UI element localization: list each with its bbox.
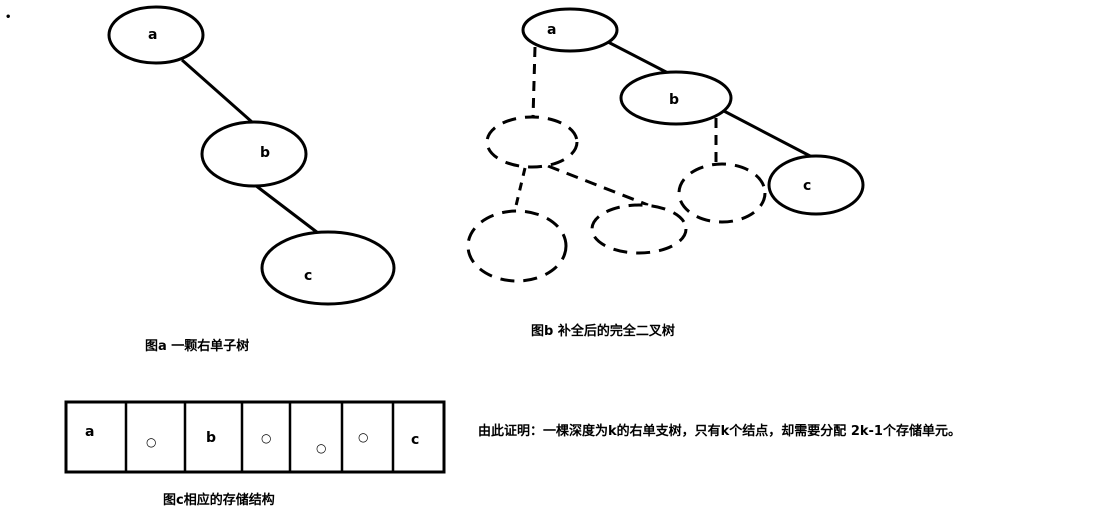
tree-a-caption: 图a 一颗右单子树: [145, 339, 250, 354]
storage-caption: 图c相应的存储结构: [163, 493, 275, 508]
node-c-label: c: [304, 268, 312, 284]
storage-border: [64, 400, 446, 474]
edge-b-missing-right: [547, 164, 649, 207]
node-b-a: [521, 7, 619, 53]
node-b-empty-3: [466, 209, 568, 283]
edge-b-missing-left: [513, 167, 527, 211]
conclusion-text: 由此证明：一棵深度为k的右单支树，只有k个结点，却需要分配 2k-1个存储单元。: [478, 424, 961, 439]
node-a: [107, 5, 205, 65]
storage-cell: ○: [316, 441, 327, 455]
node-b-b: [619, 70, 733, 126]
storage-cell: ○: [261, 431, 272, 445]
storage-cell: ○: [146, 435, 157, 449]
edge-b-a-missing: [531, 46, 537, 119]
storage-cell: c: [411, 432, 420, 448]
node-a-label: a: [148, 27, 157, 43]
edge-a-b: [181, 58, 253, 124]
node-c: [260, 230, 396, 306]
edge-b-b-c: [721, 108, 813, 159]
edge-b-c: [254, 183, 319, 235]
storage-cell: ○: [358, 430, 369, 444]
tree-b: [466, 7, 865, 283]
node-b-empty-4: [590, 203, 688, 255]
tree-b-caption: 图b 补全后的完全二叉树: [531, 324, 675, 339]
node-b-empty-2: [677, 162, 767, 224]
tree-a: [107, 5, 396, 306]
node-b-c-label: c: [803, 178, 811, 194]
node-b: [200, 120, 308, 188]
node-b-a-label: a: [547, 22, 556, 38]
storage-cell: a: [85, 424, 95, 440]
node-b-c: [767, 154, 865, 216]
edge-b-a-b: [607, 40, 669, 75]
bullet: •: [5, 12, 12, 23]
node-b-label: b: [260, 145, 270, 161]
node-b-b-label: b: [669, 92, 679, 108]
node-b-empty-1: [485, 115, 579, 169]
storage-cell: b: [206, 430, 217, 446]
storage-array: [64, 400, 446, 474]
